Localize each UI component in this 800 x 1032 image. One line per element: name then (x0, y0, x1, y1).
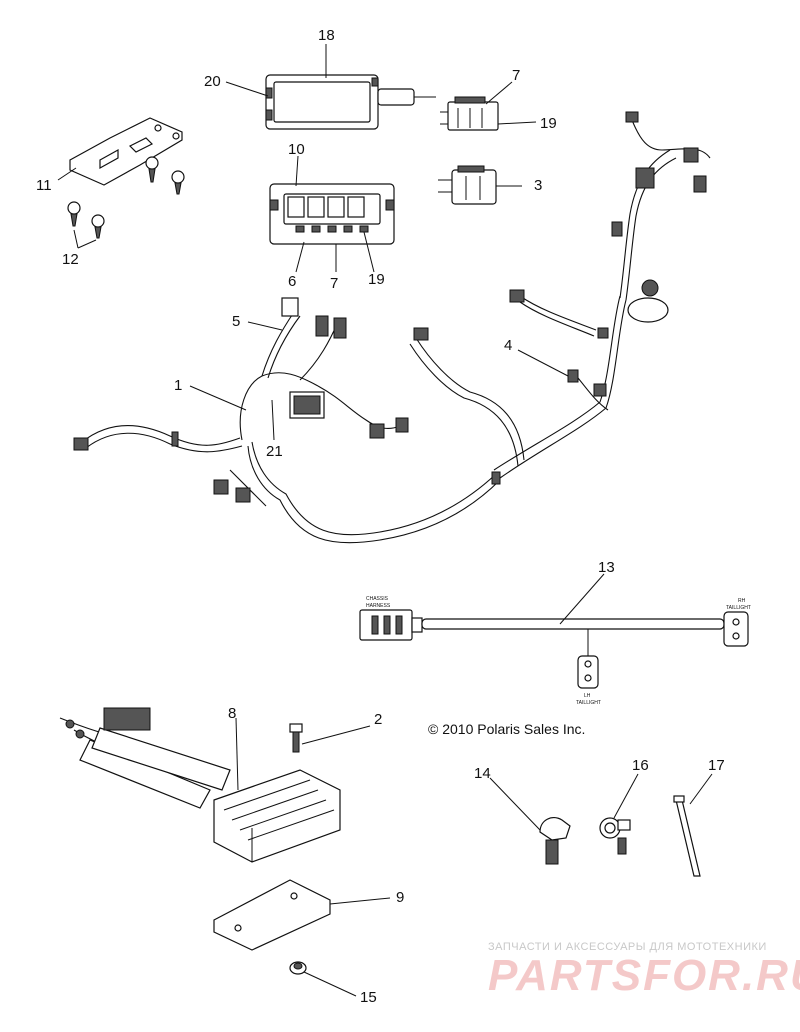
watermark-tagline: ЗАПЧАСТИ И АКСЕССУАРЫ ДЛЯ МОТОТЕХНИКИ (488, 941, 767, 953)
callout-4: 4 (504, 337, 512, 354)
part-9-mounting-plate (213, 879, 331, 951)
part-17-cable-tie (673, 795, 701, 877)
callout-20: 20 (204, 73, 221, 90)
callout-7-box: 7 (330, 275, 338, 292)
callout-2: 2 (374, 711, 382, 728)
part-16-clamp (599, 817, 631, 855)
copyright-notice: © 2010 Polaris Sales Inc. (428, 721, 585, 737)
part-3-relay (438, 165, 497, 205)
part-2-bolt (289, 723, 303, 753)
chassis-harness-label-line1: CHASSIS (366, 596, 389, 602)
part-1-main-wiring-harness (81, 119, 711, 544)
callout-9: 9 (396, 889, 404, 906)
callout-17: 17 (708, 757, 725, 774)
part-8-voltage-regulator (59, 707, 341, 863)
rh-taillight-label-line2: TAILLIGHT (726, 605, 751, 611)
callout-12: 12 (62, 251, 79, 268)
part-14-harness-clip (539, 817, 571, 865)
callout-18: 18 (318, 27, 335, 44)
harness-connectors (73, 111, 707, 503)
watermark: ЗАПЧАСТИ И АКСЕССУАРЫ ДЛЯ МОТОТЕХНИКИ PA… (488, 941, 800, 1000)
part-11-bracket (69, 117, 183, 186)
callout-7-top: 7 (512, 67, 520, 84)
chassis-harness-label-line2: HARNESS (366, 603, 391, 609)
part-18-box-cover (265, 74, 436, 130)
rh-taillight-label-line1: RH (738, 598, 746, 604)
callout-10: 10 (288, 141, 305, 158)
callout-11: 11 (36, 177, 52, 194)
part-13-taillight-harness: CHASSIS HARNESS RH TAILLIGHT LH TAILLIGH… (359, 596, 751, 706)
lh-taillight-label-line1: LH (584, 693, 591, 699)
callout-14: 14 (474, 765, 491, 782)
lh-taillight-label-line2: TAILLIGHT (576, 700, 601, 706)
callout-8: 8 (228, 705, 236, 722)
callout-3: 3 (534, 177, 542, 194)
watermark-brand: PARTSFOR.RU (488, 951, 800, 1000)
callout-1: 1 (174, 377, 182, 394)
callout-13: 13 (598, 559, 615, 576)
part-7-19-fuse-holder (440, 96, 499, 131)
callout-16: 16 (632, 757, 649, 774)
callout-5: 5 (232, 313, 240, 330)
part-12-push-rivets (67, 156, 185, 239)
callout-15: 15 (360, 989, 377, 1006)
callout-19-top: 19 (540, 115, 557, 132)
part-10-fuse-box (269, 183, 395, 245)
part-15-nut (289, 961, 307, 975)
callout-numbers: 18 20 7 19 3 11 12 10 6 7 19 5 1 21 4 13… (36, 27, 725, 1006)
callout-19-box: 19 (368, 271, 385, 288)
callout-6: 6 (288, 273, 296, 290)
callout-21: 21 (266, 443, 283, 460)
leader-lines (57, 44, 713, 997)
